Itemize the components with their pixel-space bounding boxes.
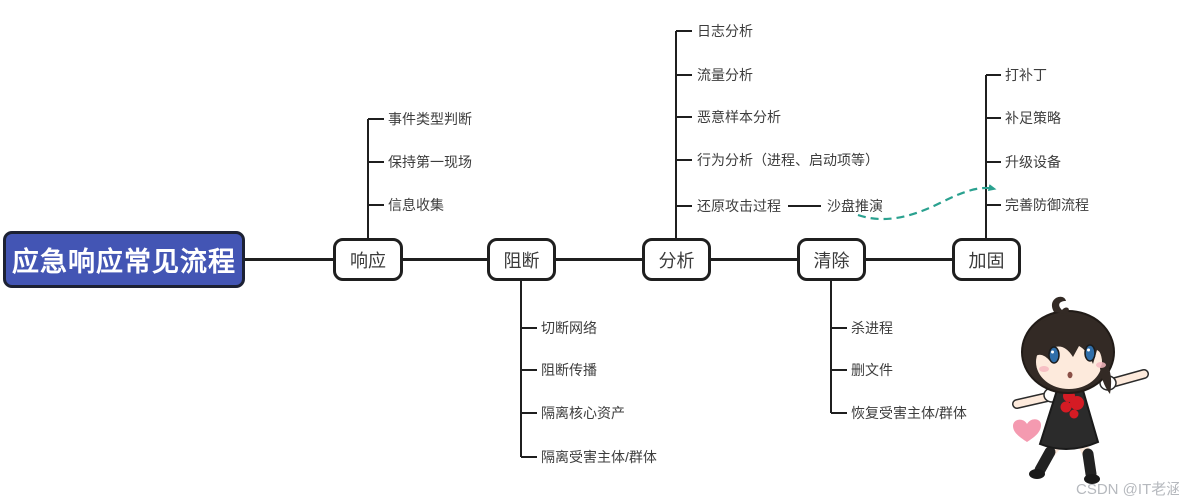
mascot-illustration bbox=[1012, 296, 1149, 484]
branch-label: 切断网络 bbox=[541, 320, 597, 336]
branch-label: 隔离受害主体/群体 bbox=[541, 449, 657, 465]
branch-label: 打补丁 bbox=[1005, 67, 1047, 83]
node-respond: 响应 bbox=[333, 238, 403, 281]
branch-label: 恶意样本分析 bbox=[697, 109, 781, 125]
heart-icon bbox=[1013, 419, 1041, 442]
branch-label: 事件类型判断 bbox=[388, 111, 472, 127]
branch-label: 隔离核心资产 bbox=[541, 405, 625, 421]
root-node-title: 应急响应常见流程 bbox=[3, 231, 245, 288]
branch-label: 删文件 bbox=[851, 362, 893, 378]
branch-label: 流量分析 bbox=[697, 67, 753, 83]
branch-label: 日志分析 bbox=[697, 23, 753, 39]
branch-label: 恢复受害主体/群体 bbox=[851, 405, 967, 421]
branch-label: 完善防御流程 bbox=[1005, 197, 1089, 213]
branch-label: 杀进程 bbox=[851, 320, 893, 336]
branch-label: 保持第一现场 bbox=[388, 154, 472, 170]
node-analyze: 分析 bbox=[642, 238, 711, 281]
branch-label-sub: 沙盘推演 bbox=[827, 198, 883, 214]
node-clear: 清除 bbox=[797, 238, 866, 281]
branch-label: 补足策略 bbox=[1005, 110, 1061, 126]
node-harden: 加固 bbox=[952, 238, 1021, 281]
branch-label: 信息收集 bbox=[388, 197, 444, 213]
branch-label: 升级设备 bbox=[1005, 154, 1061, 170]
watermark: CSDN @IT老涵 bbox=[1076, 481, 1179, 498]
branch-label: 阻断传播 bbox=[541, 362, 597, 378]
branch-label: 还原攻击过程 bbox=[697, 198, 781, 214]
node-block: 阻断 bbox=[487, 238, 556, 281]
branch-label: 行为分析（进程、启动项等） bbox=[697, 152, 879, 168]
